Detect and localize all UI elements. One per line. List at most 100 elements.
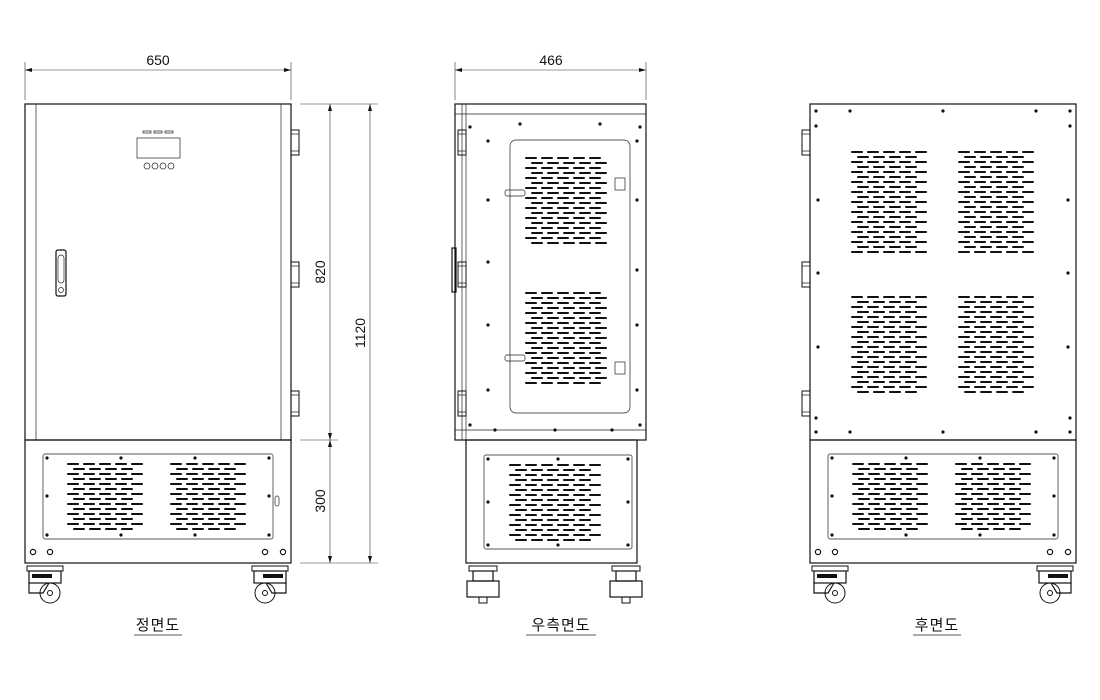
vent-slot (852, 493, 864, 495)
vent-slot (186, 493, 198, 495)
front-view-label: 정면도 (136, 616, 180, 634)
rear-base (809, 439, 1077, 564)
vent-slot (541, 197, 553, 199)
vent-slot (883, 191, 895, 193)
vent-slot (993, 528, 1005, 530)
vent-slot (905, 311, 917, 313)
vent-slot (1022, 346, 1034, 348)
vent-slot (595, 327, 607, 329)
vent-slot (541, 217, 553, 219)
vent-slot (589, 302, 601, 304)
vent-slot (868, 523, 880, 525)
vent-slot (170, 473, 182, 475)
vent-slot (889, 176, 901, 178)
vent-slot (867, 231, 879, 233)
vent-slot (595, 222, 607, 224)
mount-hole-icon (1046, 548, 1054, 556)
vent-slot (595, 367, 607, 369)
vent-slot (996, 176, 1008, 178)
vent-slot (980, 361, 992, 363)
vent-slot (873, 206, 885, 208)
vent-slot (852, 513, 864, 515)
vent-slot (573, 312, 585, 314)
vent-slot (889, 331, 901, 333)
vent-slot (547, 242, 559, 244)
vent-slot (857, 206, 869, 208)
vent-slot (192, 528, 204, 530)
vent-slot (541, 514, 553, 516)
vent-slot (579, 242, 591, 244)
vent-slot (955, 503, 967, 505)
vent-slot (509, 534, 521, 536)
vent-slot (563, 367, 575, 369)
vent-slot (873, 246, 885, 248)
vent-slot (955, 493, 967, 495)
vent-slot (99, 473, 111, 475)
vent-slot (889, 236, 901, 238)
vent-slot (589, 197, 601, 199)
vent-slot (883, 346, 895, 348)
vent-slot (958, 231, 970, 233)
vent-slot (890, 498, 902, 500)
vent-slot (515, 499, 527, 501)
vent-slot (905, 156, 917, 158)
vent-slot (987, 503, 999, 505)
vent-slot (515, 479, 527, 481)
vent-slot (547, 182, 559, 184)
bolt-icon (486, 260, 490, 264)
vent-slot (906, 468, 918, 470)
caster-wheel (609, 580, 643, 598)
vent-slot (899, 336, 911, 338)
vent-slot (883, 221, 895, 223)
hinge-icon (457, 261, 467, 288)
vent-slot (883, 211, 895, 213)
vent-slot (541, 372, 553, 374)
bolt-icon (1052, 456, 1056, 460)
vent-slot (1012, 331, 1024, 333)
vent-slot (851, 336, 863, 338)
vent-slot (990, 386, 1002, 388)
vent-slot (964, 341, 976, 343)
vent-grille (852, 463, 928, 530)
vent-slot (980, 321, 992, 323)
hinge-icon (801, 390, 811, 417)
vent-slot (531, 222, 543, 224)
vent-slot (218, 523, 230, 525)
vent-slot (589, 372, 601, 374)
side-access-panel (509, 139, 631, 414)
vent-slot (589, 534, 601, 536)
vent-slot (573, 157, 585, 159)
vent-slot (208, 468, 220, 470)
vent-slot (547, 529, 559, 531)
vent-slot (202, 513, 214, 515)
vent-slot (547, 327, 559, 329)
vent-slot (873, 236, 885, 238)
vent-slot (83, 483, 95, 485)
vent-slot (852, 503, 864, 505)
vent-slot (883, 326, 895, 328)
vent-slot (1022, 151, 1034, 153)
vent-slot (531, 519, 543, 521)
vent-slot (868, 503, 880, 505)
vent-slot (67, 473, 79, 475)
vent-slot (915, 201, 927, 203)
vent-slot (858, 468, 870, 470)
vent-slot (915, 181, 927, 183)
bolt-icon (626, 543, 630, 547)
vent-slot (867, 296, 879, 298)
vent-slot (525, 464, 537, 466)
vent-slot (83, 503, 95, 505)
vent-slot (557, 372, 569, 374)
vent-slot (1012, 156, 1024, 158)
vent-slot (573, 484, 585, 486)
vent-slot (905, 351, 917, 353)
caster-wheel-icon (811, 565, 849, 604)
vent-slot (1022, 191, 1034, 193)
vent-slot (83, 523, 95, 525)
vent-slot (964, 311, 976, 313)
vent-slot (525, 312, 537, 314)
vent-slot (851, 386, 863, 388)
vent-slot (915, 346, 927, 348)
vent-slot (595, 212, 607, 214)
caster-body (1038, 570, 1072, 584)
